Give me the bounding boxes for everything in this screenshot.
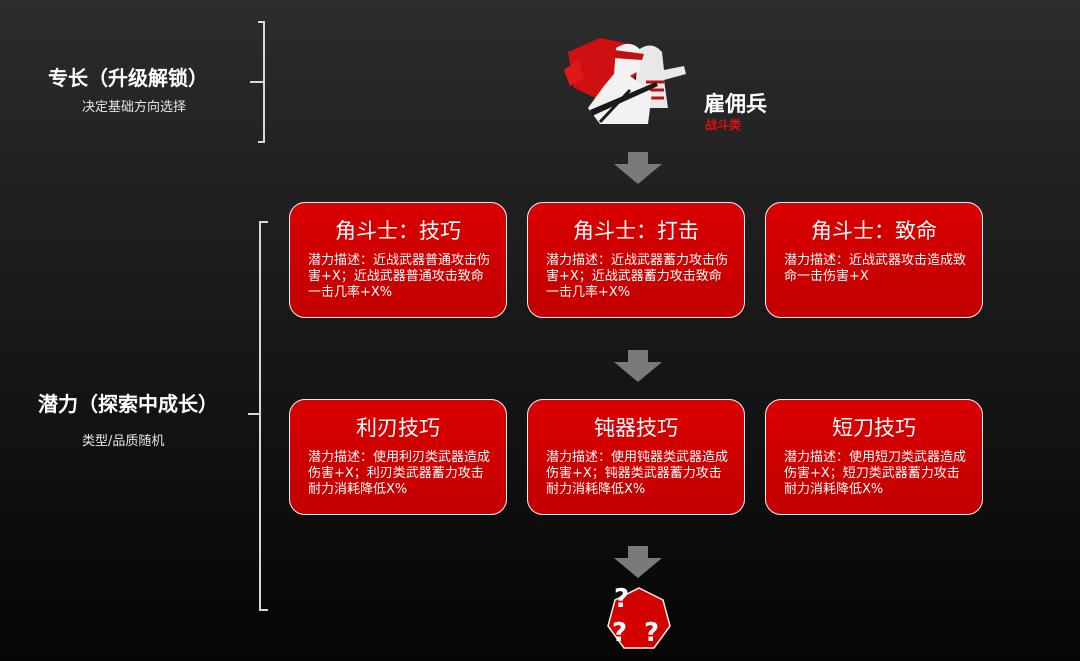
question-mark: ? (644, 618, 660, 648)
question-mark: ? (612, 618, 628, 648)
down-arrow-icon (614, 152, 662, 184)
down-arrow-icon (614, 546, 662, 578)
down-arrow-icon (614, 350, 662, 382)
card-description: 潜力描述：近战武器攻击造成致命一击伤害+X (784, 253, 967, 284)
logo-name: 雇佣兵 (704, 92, 767, 116)
mercenary-soldier-icon (564, 38, 686, 124)
card-title: 钝器技巧 (594, 416, 678, 440)
card-title: 角斗士：致命 (811, 219, 937, 243)
skill-section-title: 专长（升级解锁） (48, 66, 208, 90)
mercenary-logo (560, 30, 700, 130)
card-description: 潜力描述：使用钝器类武器造成伤害+X；钝器类武器蓄力攻击耐力消耗降低X% (546, 450, 729, 497)
potential-section-title: 潜力（探索中成长） (38, 392, 218, 416)
card-description: 潜力描述：使用短刀类武器造成伤害+X；短刀类武器蓄力攻击耐力消耗降低X% (784, 450, 967, 497)
card-title: 短刀技巧 (832, 416, 916, 440)
card-description: 潜力描述：使用利刃类武器造成伤害+X；利刃类武器蓄力攻击耐力消耗降低X% (308, 450, 491, 497)
skill-bracket (250, 21, 265, 143)
heptagon-icon (607, 587, 671, 649)
card-title: 角斗士：技巧 (335, 219, 461, 243)
question-mark: ? (614, 584, 630, 614)
card-title: 利刃技巧 (356, 416, 440, 440)
potential-bracket (248, 221, 268, 611)
potential-card-blade-skill[interactable]: 利刃技巧 潜力描述：使用利刃类武器造成伤害+X；利刃类武器蓄力攻击耐力消耗降低X… (289, 399, 507, 515)
card-description: 潜力描述：近战武器普通攻击伤害+X；近战武器普通攻击致命一击几率+X% (308, 253, 491, 300)
potential-section-subtitle: 类型/品质随机 (82, 434, 165, 449)
potential-card-gladiator-lethal[interactable]: 角斗士：致命 潜力描述：近战武器攻击造成致命一击伤害+X (765, 202, 983, 318)
card-title: 角斗士：打击 (573, 219, 699, 243)
card-description: 潜力描述：近战武器蓄力攻击伤害+X；近战武器蓄力攻击致命一击几率+X% (546, 253, 729, 300)
skill-section-subtitle: 决定基础方向选择 (82, 100, 187, 115)
potential-card-dagger-skill[interactable]: 短刀技巧 潜力描述：使用短刀类武器造成伤害+X；短刀类武器蓄力攻击耐力消耗降低X… (765, 399, 983, 515)
potential-card-gladiator-skill[interactable]: 角斗士：技巧 潜力描述：近战武器普通攻击伤害+X；近战武器普通攻击致命一击几率+… (289, 202, 507, 318)
logo-category: 战斗类 (705, 118, 742, 132)
unknown-potential-badge: ? ? ? (606, 584, 672, 652)
potential-card-gladiator-strike[interactable]: 角斗士：打击 潜力描述：近战武器蓄力攻击伤害+X；近战武器蓄力攻击致命一击几率+… (527, 202, 745, 318)
potential-card-blunt-skill[interactable]: 钝器技巧 潜力描述：使用钝器类武器造成伤害+X；钝器类武器蓄力攻击耐力消耗降低X… (527, 399, 745, 515)
